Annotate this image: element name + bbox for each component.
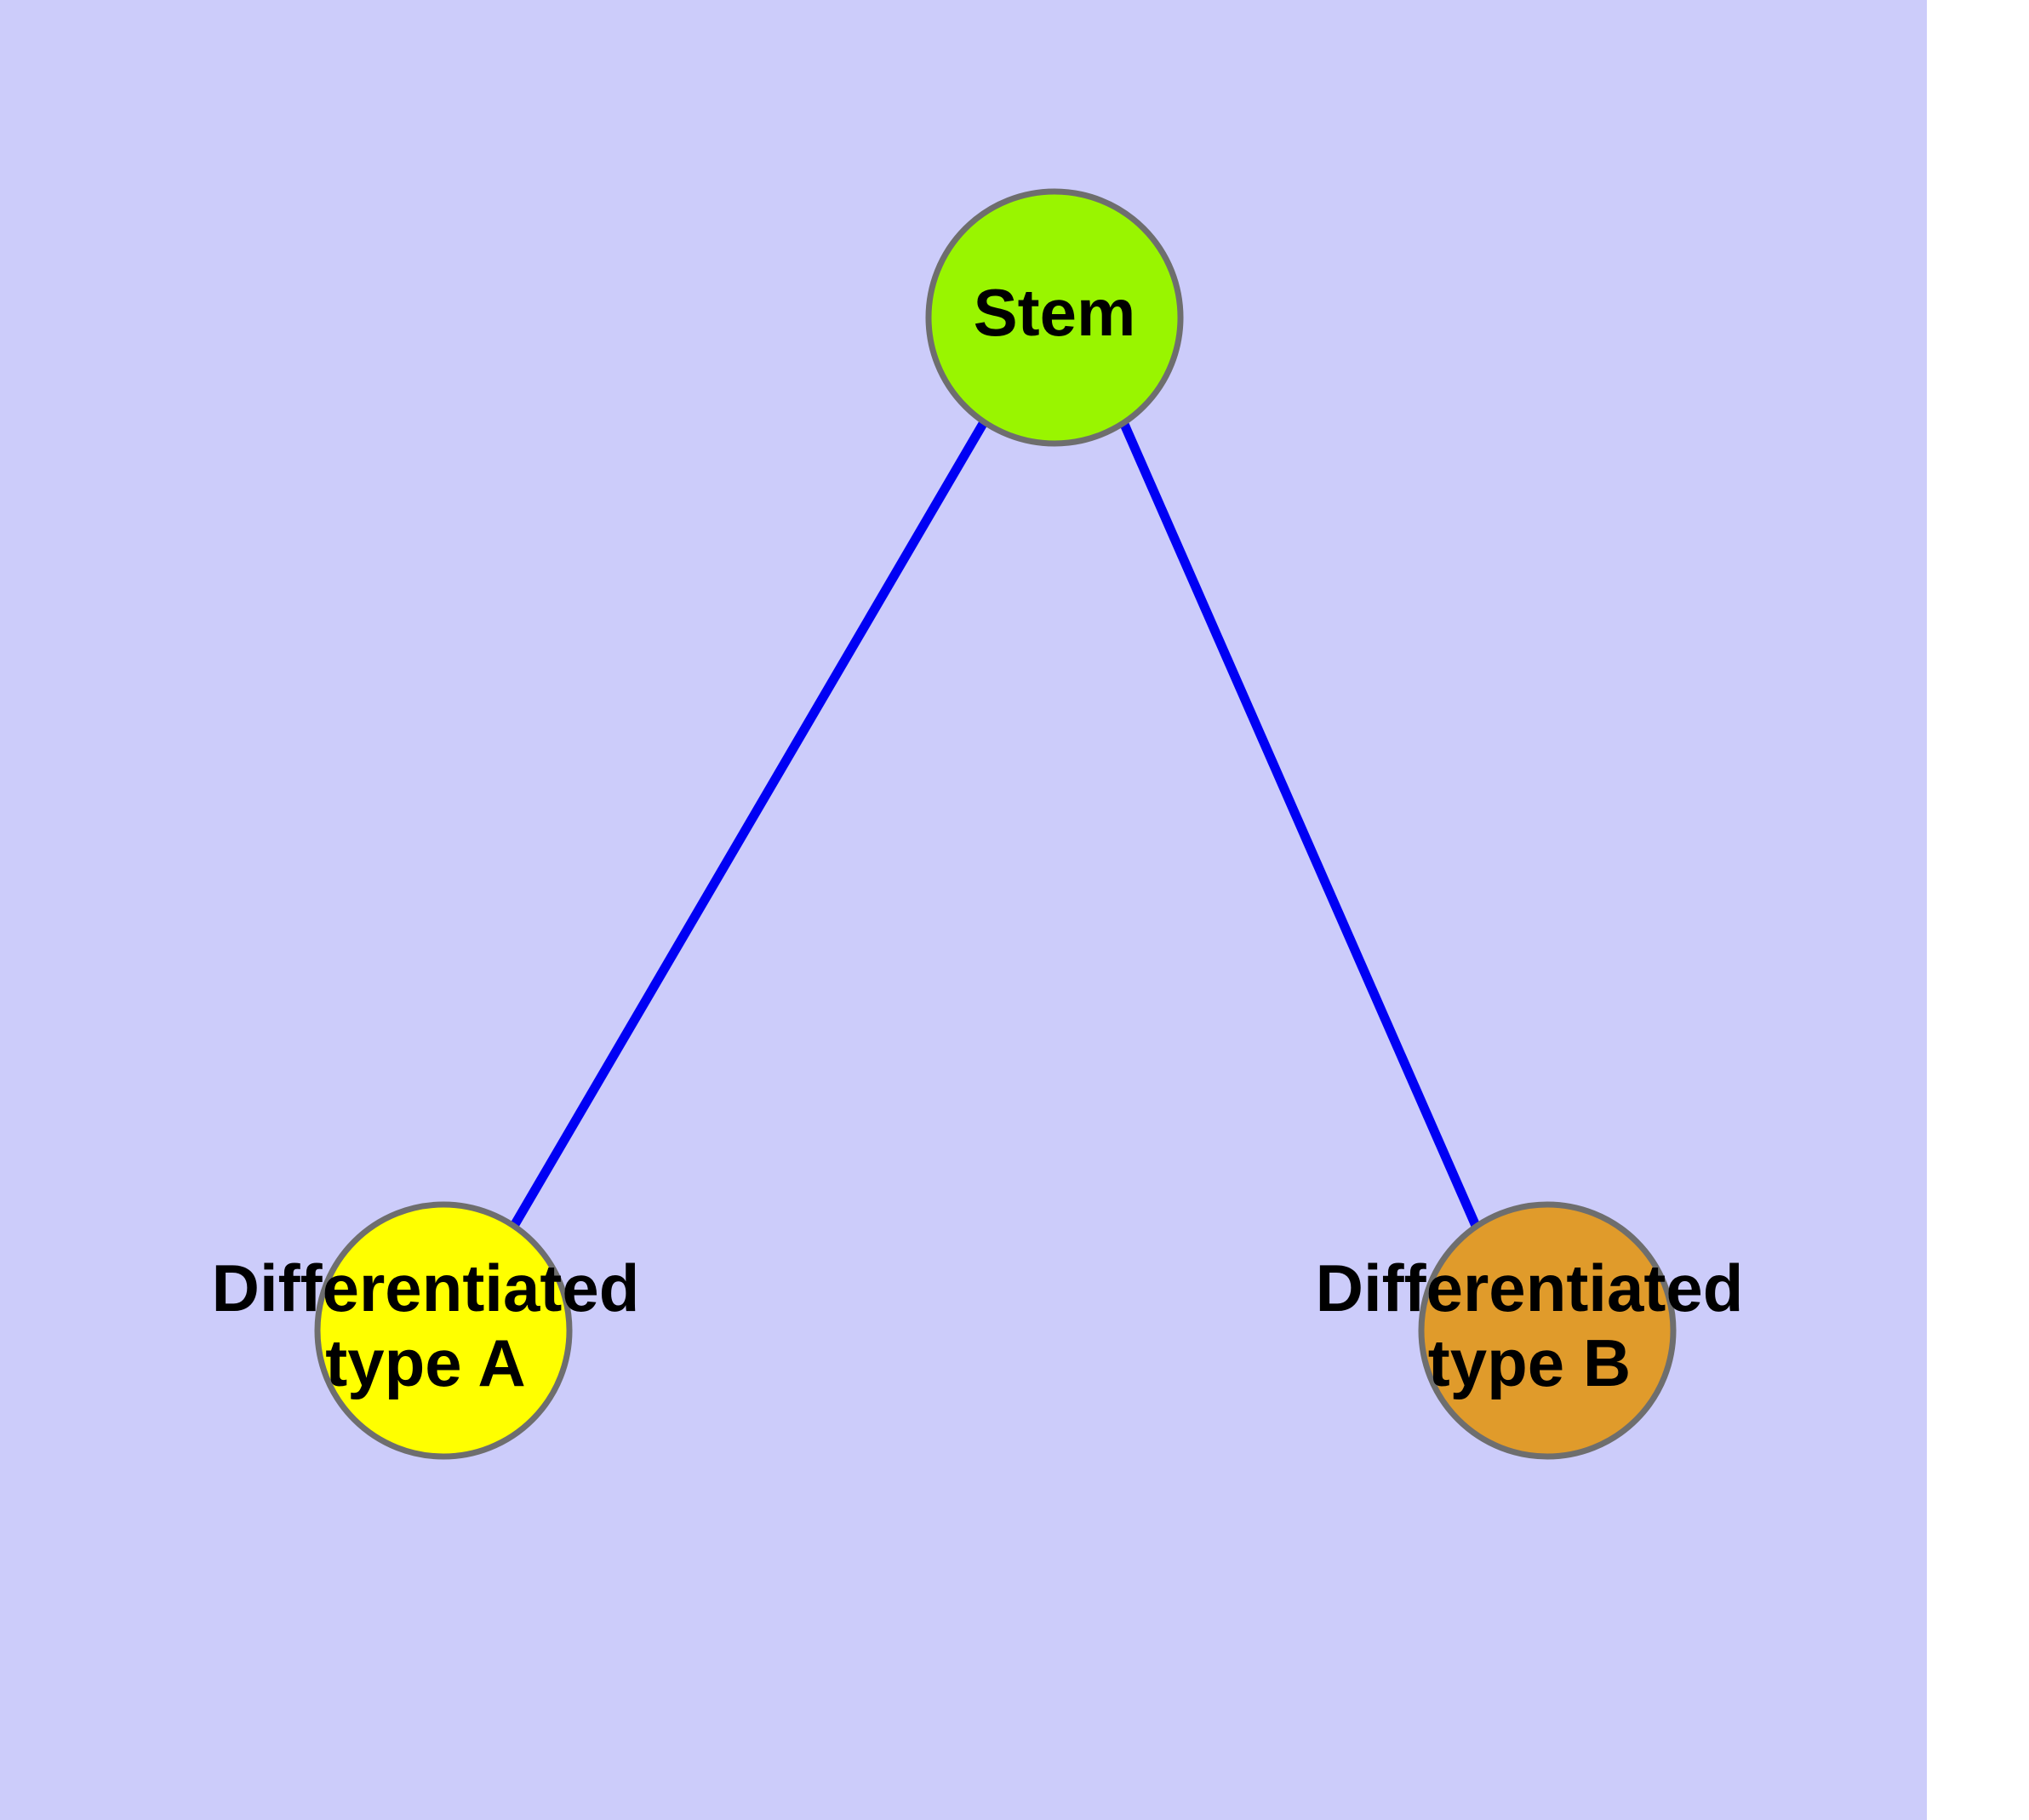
node-diff-b[interactable] — [1418, 1201, 1677, 1460]
node-label-line: type B — [1428, 1325, 1631, 1400]
node-label-stem: Stem — [974, 275, 1136, 350]
node-label-line: Differentiated — [212, 1251, 640, 1325]
node-stem[interactable] — [925, 188, 1184, 447]
node-label-line: Stem — [974, 275, 1136, 350]
node-diff-a[interactable] — [314, 1201, 573, 1460]
edge-stem-to-diff-b — [1118, 420, 1481, 1228]
nodes-layer — [314, 188, 1677, 1460]
node-label-line: Differentiated — [1316, 1251, 1744, 1325]
edges-layer — [510, 420, 1481, 1228]
edge-stem-to-diff-a — [510, 420, 988, 1228]
node-label-line: type A — [325, 1325, 526, 1400]
